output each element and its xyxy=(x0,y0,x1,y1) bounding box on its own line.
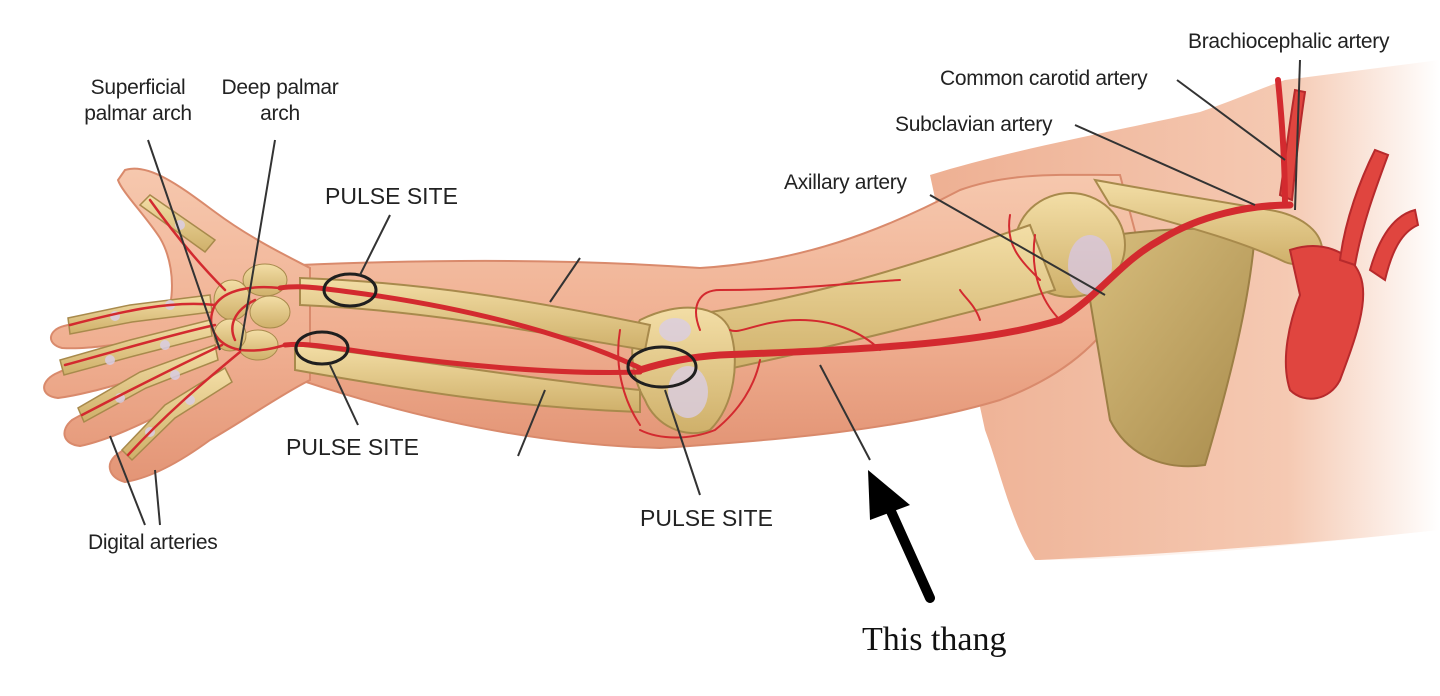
palmar-and-digital-arteries xyxy=(63,198,287,457)
label-pulse-site-radial: PULSE SITE xyxy=(325,183,458,209)
pulse-site-radial-marker xyxy=(322,272,378,308)
leader-forearm-upper xyxy=(549,257,581,303)
leader-superficial-palmar xyxy=(147,139,221,351)
leader-pulse-ulnar xyxy=(329,364,359,426)
leader-brachial xyxy=(819,364,871,461)
leader-pulse-brachial xyxy=(664,389,701,496)
label-digital-arteries: Digital arteries xyxy=(88,531,218,554)
label-axillary-artery: Axillary artery xyxy=(784,171,907,194)
great-vessels xyxy=(1278,88,1420,400)
leader-subclavian xyxy=(1074,124,1256,206)
arteries xyxy=(63,77,1294,457)
leader-deep-palmar xyxy=(239,139,276,351)
pulse-site-markers xyxy=(294,272,698,389)
leader-forearm-lower xyxy=(517,389,546,457)
leader-common-carotid xyxy=(1176,79,1286,161)
annotation-arrow xyxy=(868,470,935,603)
leader-digital-1 xyxy=(109,435,146,526)
pulse-site-brachial-marker xyxy=(626,345,698,389)
label-subclavian-artery: Subclavian artery xyxy=(895,113,1053,136)
label-pulse-site-ulnar: PULSE SITE xyxy=(286,434,419,460)
label-common-carotid-artery: Common carotid artery xyxy=(940,67,1148,90)
collateral-branches xyxy=(617,214,1061,439)
radial-artery xyxy=(277,284,643,371)
common-carotid-artery xyxy=(1275,77,1288,208)
leader-lines xyxy=(109,59,1301,526)
label-brachiocephalic-artery: Brachiocephalic artery xyxy=(1188,30,1390,53)
ulnar-artery xyxy=(282,341,643,376)
leader-digital-2 xyxy=(154,469,161,526)
leader-axillary xyxy=(929,194,1106,296)
leader-pulse-radial xyxy=(359,214,391,276)
label-superficial-palmar-arch: Superficial palmar arch xyxy=(84,76,192,125)
pulse-site-ulnar-marker xyxy=(294,330,350,366)
label-pulse-site-brachial: PULSE SITE xyxy=(640,505,773,531)
label-deep-palmar-arch: Deep palmar arch xyxy=(221,76,339,125)
leader-brachiocephalic xyxy=(1294,59,1301,211)
annotation-text: This thang xyxy=(862,621,1007,658)
subclavian-axillary-brachial-artery xyxy=(636,201,1294,374)
